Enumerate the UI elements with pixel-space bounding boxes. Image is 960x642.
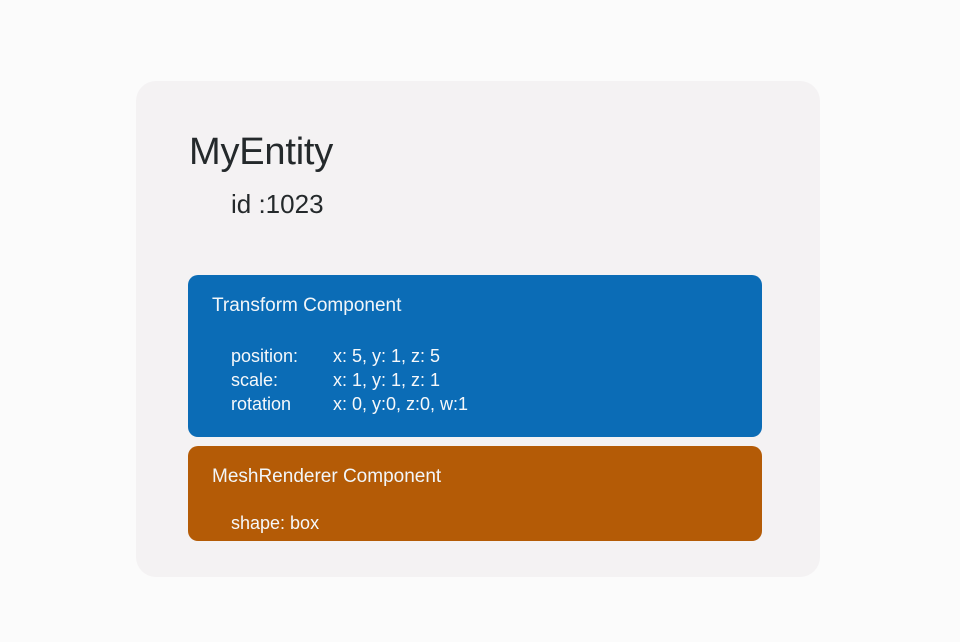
entity-header: MyEntity id :1023	[189, 131, 334, 219]
component-meshrenderer[interactable]: MeshRenderer Component shape: box	[188, 446, 762, 541]
property-key: scale:	[231, 369, 279, 390]
property-row: rotation x: 0, y:0, z:0, w:1	[231, 392, 738, 416]
property-row: shape: box	[231, 512, 320, 533]
property-row: scale: x: 1, y: 1, z: 1	[231, 368, 738, 392]
property-value: x: 5, y: 1, z: 5	[333, 345, 441, 366]
component-list: Transform Component position: x: 5, y: 1…	[188, 275, 762, 541]
property-row: position: x: 5, y: 1, z: 5	[231, 344, 738, 368]
entity-card: MyEntity id :1023 Transform Component po…	[136, 81, 820, 577]
component-meshrenderer-title: MeshRenderer Component	[212, 466, 442, 487]
entity-id-label: id :1023	[231, 188, 324, 219]
property-value: x: 0, y:0, z:0, w:1	[333, 393, 469, 414]
property-key: rotation	[231, 393, 292, 414]
component-transform-properties: position: x: 5, y: 1, z: 5 scale: x: 1, …	[231, 344, 738, 416]
component-transform[interactable]: Transform Component position: x: 5, y: 1…	[188, 275, 762, 437]
entity-title: MyEntity	[189, 131, 334, 173]
component-transform-title: Transform Component	[212, 295, 402, 316]
component-meshrenderer-properties: shape: box	[231, 511, 738, 535]
property-key: position:	[231, 345, 299, 366]
property-value: x: 1, y: 1, z: 1	[333, 369, 441, 390]
